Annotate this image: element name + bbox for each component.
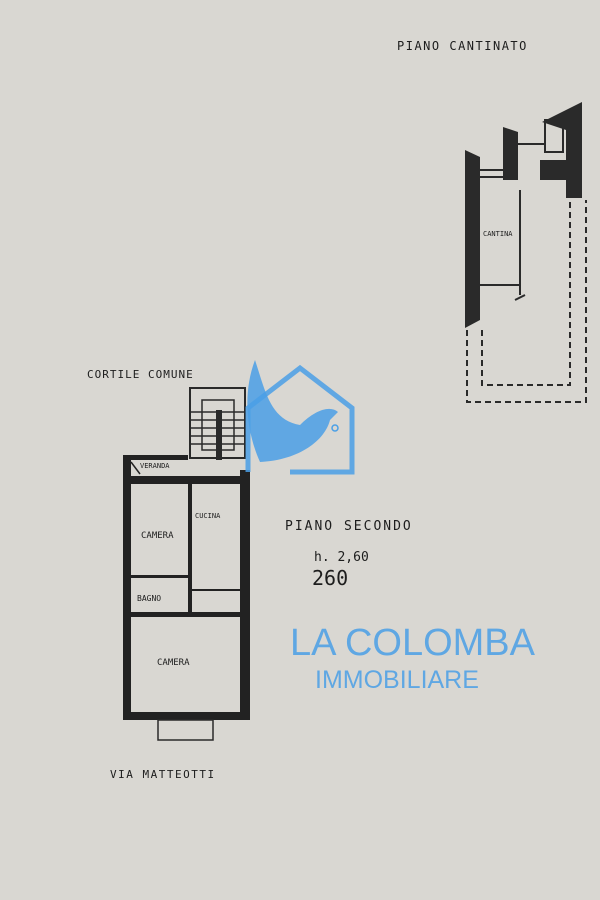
stairs	[544, 119, 564, 153]
area-value: 260	[312, 566, 348, 590]
wall	[503, 127, 518, 180]
wall	[240, 470, 250, 720]
wall	[465, 150, 480, 328]
room-label-veranda: VERANDA	[140, 462, 170, 470]
room-label-camera: CAMERA	[157, 658, 190, 668]
room-label-bagno: BAGNO	[137, 594, 161, 603]
watermark-logo: LA COLOMBA IMMOBILIARE	[245, 360, 536, 694]
street-label: VIA MATTEOTTI	[110, 768, 216, 781]
dove-icon	[247, 360, 338, 462]
key-icon	[331, 424, 339, 432]
floor-title: PIANO SECONDO	[285, 519, 413, 534]
house-icon	[245, 364, 355, 475]
room-label-cantina: CANTINA	[483, 230, 513, 238]
watermark-line1: LA COLOMBA	[290, 622, 536, 664]
ceiling-height: h. 2,60	[314, 550, 369, 565]
wall	[540, 102, 582, 198]
second-floor-plan: CORTILE COMUNE VERANDA CAMERA CUCINA BAG…	[87, 368, 413, 781]
room-label-cucina: CUCINA	[195, 512, 221, 520]
basement-title: PIANO CANTINATO	[397, 39, 528, 53]
basement-plan: PIANO CANTINATO CANTINA	[397, 39, 587, 403]
watermark-line2: IMMOBILIARE	[315, 666, 479, 694]
room-label-camera: CAMERA	[141, 531, 174, 541]
wall	[123, 455, 131, 720]
balcony	[157, 719, 214, 741]
courtyard-label: CORTILE COMUNE	[87, 368, 194, 381]
